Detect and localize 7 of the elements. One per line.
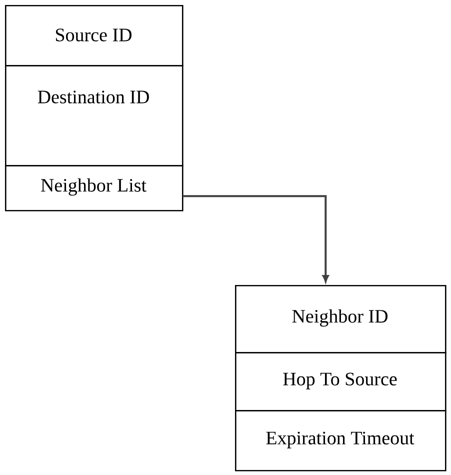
arrow: [183, 195, 329, 282]
table-cell: Source ID: [5, 5, 184, 66]
table-cell: Hop To Source: [235, 352, 446, 412]
table-cell: Destination ID: [5, 65, 184, 166]
table-cell: Neighbor List: [5, 165, 184, 212]
table-cell: Expiration Timeout: [235, 410, 446, 472]
table-cell: Neighbor ID: [235, 285, 446, 354]
